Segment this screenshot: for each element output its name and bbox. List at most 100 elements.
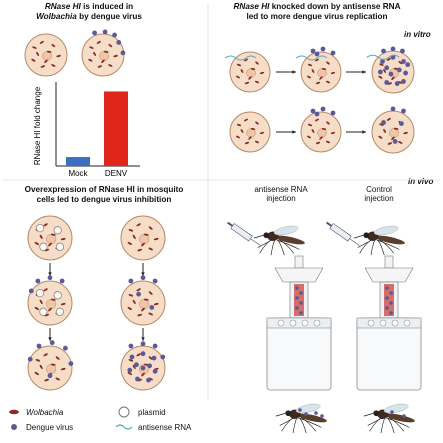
dengue-virus [147,363,153,369]
wolbachia [128,229,134,232]
mosquito-proboscis [363,412,374,417]
wolbachia [43,223,48,227]
mosquito-head [373,410,380,417]
wolbachia [307,75,311,79]
mosquito-proboscis [353,234,364,239]
dengue-virus [378,69,383,75]
wolbachia [236,63,242,67]
wolbachia [398,81,403,84]
virus-in-tube [299,301,303,305]
plate-well [391,319,399,327]
plate-well [403,319,411,327]
plasmid [53,226,62,235]
wolbachia [93,51,97,57]
wolbachia [132,234,136,240]
dengue-virus [116,40,122,45]
antisense-rna [224,55,257,61]
legend-antisense: antisense RNA [138,423,192,432]
pestle-top [274,267,324,283]
dengue-virus [140,351,146,357]
mosquito-head [285,410,292,417]
wolbachia [55,377,60,381]
pestle-handle [384,255,394,269]
dengue-virus [320,106,326,112]
virus-in-tube [295,306,299,310]
virus-in-tube [299,311,303,315]
wolbachia [34,242,39,245]
mosquito-wing [383,403,409,414]
panel-c-overexpression [27,215,166,391]
mosquito-leg [379,239,395,254]
dengue-virus [68,361,74,366]
syringe-barrel [230,223,253,242]
dengue-virus [140,365,146,371]
wolbachia [48,242,52,247]
dengue-virus [135,376,140,382]
mosquito-cell [300,106,342,153]
mosquito-leg [389,417,405,432]
mosquito [363,403,415,434]
legend-plasmid: plasmid [138,408,166,417]
legend-wolbachia: Wolbachia [26,408,64,417]
dengue-virus [129,354,135,360]
wolbachia [240,69,244,73]
wolbachia [103,50,109,53]
dengue-virus [152,343,158,349]
wolbachia [51,43,56,48]
in-vivo-tag: in vivo [408,177,434,186]
wolbachia [378,75,383,79]
dengue-virus [394,81,400,86]
wolbachia [96,40,101,44]
wolbachia [255,121,259,125]
wolbachia [315,118,319,122]
syringe-barrel [329,223,352,242]
wolbachia [50,233,56,236]
dengue-virus [140,275,146,281]
mosquito-leg [279,239,295,254]
wolbachia [127,307,132,310]
syringe [227,221,261,246]
dengue-virus [112,32,117,38]
dengue-virus [390,46,396,52]
x-tick-label: Mock [68,169,88,178]
dengue-virus [127,367,133,373]
wolbachia [132,299,136,305]
dengue-virus [384,65,390,71]
wolbachia [44,248,49,252]
wolbachia [108,64,113,67]
dengue-virus [381,120,386,125]
mosquito-cell [120,341,166,391]
mosquito-cell [371,106,415,154]
dengue-virus [401,79,406,84]
wolbachia [137,313,142,317]
wolbachia [32,46,37,49]
dengue-virus [320,46,326,52]
mosquito-cell [366,46,415,94]
panel-b-title: RNase HI knocked down by antisense RNA l… [233,2,401,21]
wolbachia [321,128,327,130]
wolbachia [259,71,265,75]
dengue-virus [380,59,385,64]
wolbachia [60,237,66,241]
plasmid [39,307,48,316]
wolbachia [148,247,153,251]
pestle-top [364,267,414,283]
virus-on-mosquito [304,412,308,416]
mosquito-leg [357,239,373,248]
pestle-handle [294,255,304,269]
dengue-virus [403,70,408,76]
wolbachia [307,123,313,127]
dengue-virus [388,71,394,77]
wolbachia [141,372,145,377]
wolbachia [50,363,56,366]
mosquito-wing [373,225,399,236]
wolbachia [307,135,311,139]
cell-plate [266,317,332,391]
arrow-head [141,272,145,276]
wolbachia [141,307,145,312]
dengue-virus [390,106,396,112]
mosquito-cell [295,46,342,93]
mosquito-leg [386,417,410,428]
